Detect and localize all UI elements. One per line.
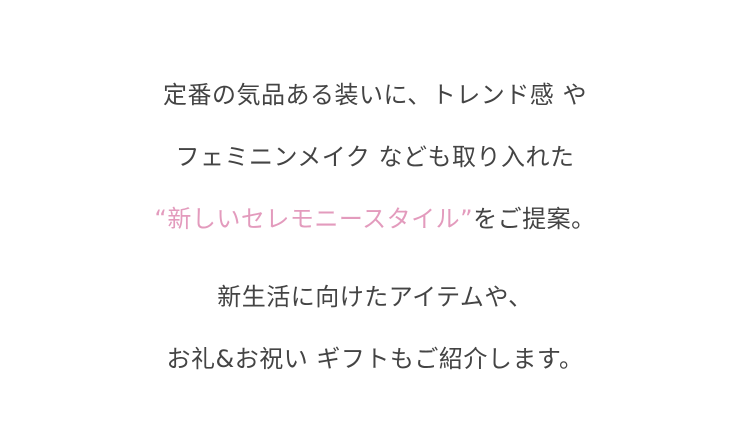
text-line-1: 定番の気品ある装いに、トレンド感 や [163,81,587,109]
text-line-3-rest: をご提案。 [473,205,596,233]
text-line-2: フェミニンメイク なども取り入れた [175,143,575,171]
highlight-phrase: “新しいセレモニースタイル” [154,205,474,233]
text-line-3: “新しいセレモニースタイル”をご提案。 [0,204,750,234]
text-line-4: 新生活に向けたアイテムや、 [217,283,533,311]
text-line-5: お礼&お祝い ギフトもご紹介します。 [166,345,584,373]
